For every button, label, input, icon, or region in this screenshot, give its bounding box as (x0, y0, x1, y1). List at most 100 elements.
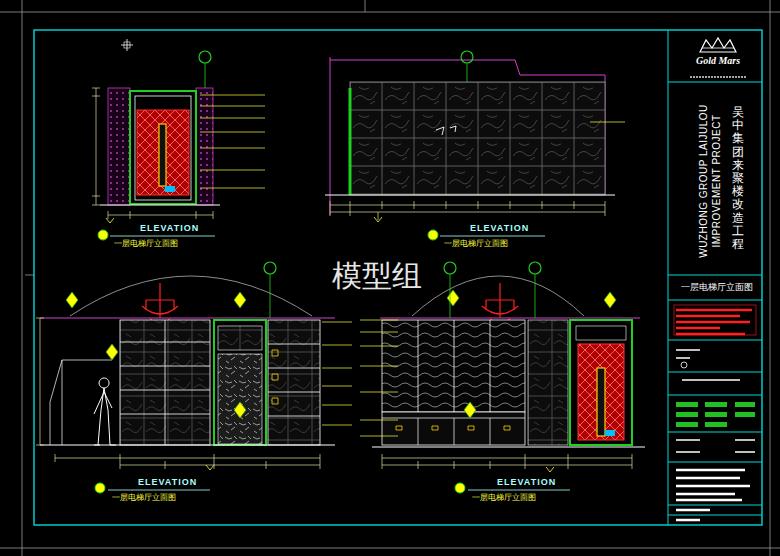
company-text-bars (676, 310, 752, 334)
section-arrow (106, 218, 114, 223)
stamp-symbol (681, 362, 687, 368)
view-title: ELEVATION (138, 477, 197, 487)
door-handle (159, 124, 166, 186)
elevation-marker (428, 230, 438, 240)
cell-subtext: 吴中集团来聚楼改造工程 (732, 106, 744, 251)
elevation-marker (98, 230, 108, 240)
marble-jamb (528, 320, 568, 445)
dimension-line (36, 318, 44, 445)
elevation-marker (95, 483, 105, 493)
logo-crown (700, 38, 736, 52)
door-leaf (135, 96, 191, 200)
elevation-marker (455, 483, 465, 493)
project-title-cell: WUZHONG GROUP LAIJULOU IMPROVEMENT PROJE… (672, 86, 760, 272)
info-text-bars (676, 350, 740, 380)
axis-marker (461, 51, 473, 63)
cell-text: Gold Mars (674, 33, 762, 66)
shelf-lines (268, 344, 320, 416)
section-arrow (546, 467, 554, 472)
door-transom (576, 326, 626, 340)
door-frame (130, 91, 196, 204)
view-title: ELEVATION (470, 223, 529, 233)
cell-text: WUZHONG GROUP LAIJULOU IMPROVEMENT PROJE… (697, 96, 723, 266)
index-diamond (447, 290, 616, 418)
perspective-wall (50, 360, 112, 445)
crosshair (121, 39, 133, 51)
door-lock (605, 430, 615, 436)
chandelier (142, 283, 178, 325)
section-arrow (206, 465, 214, 470)
brick-jamb (196, 88, 213, 205)
axis-marker (529, 262, 541, 274)
low-cabinet (382, 412, 525, 445)
door-handle (597, 368, 605, 436)
axis-line (450, 274, 535, 318)
stone-panel (218, 354, 262, 444)
info-text-bars (676, 440, 755, 452)
approval-bar (676, 402, 698, 407)
approval-bar (705, 422, 727, 427)
title-underline (110, 236, 215, 237)
human-figure (94, 378, 116, 445)
axis-marker (199, 51, 211, 63)
display-shelves (120, 320, 210, 445)
approval-bar (735, 402, 755, 407)
panel-joint (418, 320, 490, 412)
info-text-bars (676, 470, 750, 520)
title-underline (108, 490, 210, 491)
leader-line (590, 122, 625, 123)
view-subtitle: 一层电梯厅立面图 (112, 492, 176, 503)
axis-marker (264, 262, 276, 274)
approval-bar (705, 402, 727, 407)
shelf-lines (120, 320, 210, 445)
door-frame (570, 320, 632, 445)
drawer-knob (396, 426, 510, 430)
watermark: 模型组 (332, 256, 422, 297)
floor-line (372, 447, 645, 448)
leader-line (200, 95, 265, 188)
dome-arc (70, 276, 312, 316)
dimension-line (382, 454, 632, 469)
view-title: ELEVATION (140, 223, 199, 233)
upper-panel (218, 326, 262, 350)
title-underline (440, 236, 545, 237)
approval-bar (705, 412, 727, 417)
dome-arc (412, 276, 584, 316)
leader-line (360, 320, 398, 436)
view-arrow (436, 126, 456, 135)
dimension-line (330, 201, 605, 220)
wave-panel (382, 320, 525, 412)
cabinet-lines (382, 418, 525, 445)
approval-bar (735, 412, 755, 417)
dimension-line (55, 454, 320, 469)
approval-bar (676, 422, 698, 427)
title-underline (468, 490, 570, 491)
brick-jamb (108, 88, 130, 205)
drawing-name-cell: 一层电梯厅立面图 (672, 278, 762, 298)
ceiling-line (40, 318, 335, 319)
view-subtitle: 一层电梯厅立面图 (472, 492, 536, 503)
logo-bar (702, 48, 734, 49)
leader-line (322, 322, 352, 425)
view-subtitle: 一层电梯厅立面图 (114, 238, 178, 249)
door-lock (165, 186, 175, 192)
view-subtitle: 一层电梯厅立面图 (444, 238, 508, 249)
drawing-border (34, 30, 762, 525)
floor-line (40, 445, 335, 446)
crosshair-box (124, 42, 130, 48)
wall-outline (330, 57, 605, 215)
floor-line (100, 205, 220, 206)
title-block-grid (668, 30, 762, 525)
red-lattice-panel (137, 110, 189, 195)
side-cabinet (268, 320, 320, 445)
section-arrow (374, 217, 382, 222)
axis-line (205, 63, 206, 88)
index-diamond (66, 292, 246, 418)
axis-line (270, 274, 271, 318)
dimension-line (92, 88, 213, 219)
chandelier (482, 283, 518, 325)
logo-cell: Gold Mars (674, 33, 762, 80)
logo-subtitle-bar (690, 76, 746, 78)
